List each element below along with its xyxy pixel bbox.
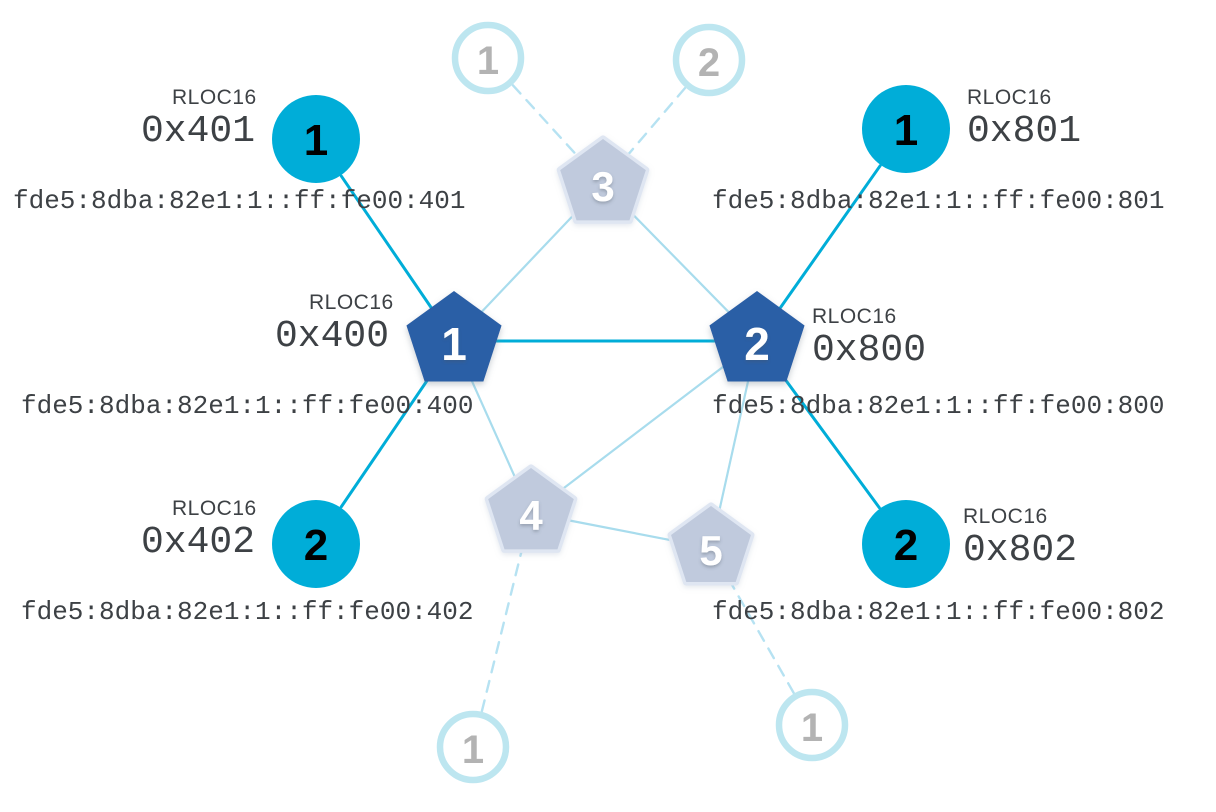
node-shape-child-f3 xyxy=(436,710,510,784)
ipv6-address-child-802: fde5:8dba:82e1:1::ff:fe00:802 xyxy=(712,597,1165,627)
rloc16-value-child-401: 0x401 xyxy=(141,110,256,153)
edge-child-402-to-router-400 xyxy=(339,372,434,509)
rloc16-value-router-800: 0x800 xyxy=(812,329,927,372)
node-router-5[interactable]: 5 xyxy=(667,502,755,586)
node-shape-router-400 xyxy=(406,291,502,382)
node-number-router-5: 5 xyxy=(699,527,722,574)
node-shape-child-f2 xyxy=(672,23,746,97)
node-layer: 1 2 1 2 1 2 3 4 5 1 2 1 1 xyxy=(272,21,950,784)
edge-child-f2-to-router-3 xyxy=(625,86,687,158)
edge-child-f3-to-router-4 xyxy=(480,546,524,713)
ipv6-address-router-800: fde5:8dba:82e1:1::ff:fe00:800 xyxy=(712,391,1165,421)
node-number-child-f3: 1 xyxy=(462,728,484,772)
node-shape-child-f1 xyxy=(451,21,525,95)
node-shape-child-802 xyxy=(862,500,950,588)
rloc16-value-child-402: 0x402 xyxy=(141,521,256,564)
node-shape-router-800 xyxy=(709,291,805,382)
node-number-router-3: 3 xyxy=(591,163,614,210)
node-number-child-f2: 2 xyxy=(698,41,720,85)
rloc16-value-router-400: 0x400 xyxy=(275,315,390,358)
node-shape-router-5 xyxy=(667,502,755,586)
edge-layer xyxy=(339,84,882,713)
node-number-child-f1: 1 xyxy=(477,39,499,83)
node-number-router-4: 4 xyxy=(519,492,543,539)
node-child-801[interactable]: 1 xyxy=(862,85,950,173)
node-child-401[interactable]: 1 xyxy=(272,95,360,183)
rloc16-title-child-802: RLOC16 xyxy=(963,505,1048,528)
node-child-802[interactable]: 2 xyxy=(862,500,950,588)
ipv6-address-router-400: fde5:8dba:82e1:1::ff:fe00:400 xyxy=(21,391,474,421)
edge-router-4-to-router-5 xyxy=(565,518,680,543)
node-shape-child-402 xyxy=(272,500,360,588)
rloc16-title-child-801: RLOC16 xyxy=(967,86,1052,109)
rloc16-value-child-802: 0x802 xyxy=(963,529,1078,572)
edge-child-802-to-router-800 xyxy=(779,371,881,510)
node-child-402[interactable]: 2 xyxy=(272,500,360,588)
node-router-4[interactable]: 4 xyxy=(484,464,578,553)
node-number-child-802: 2 xyxy=(894,521,918,570)
node-child-f2[interactable]: 2 xyxy=(672,23,746,97)
edge-child-f4-to-router-5 xyxy=(726,575,795,695)
node-child-f3[interactable]: 1 xyxy=(436,710,510,784)
node-router-800[interactable]: 2 xyxy=(709,291,805,382)
edge-router-800-to-router-3 xyxy=(627,208,731,314)
edge-child-401-to-router-400 xyxy=(339,174,433,310)
edge-router-400-to-router-4 xyxy=(469,376,518,482)
ipv6-address-child-402: fde5:8dba:82e1:1::ff:fe00:402 xyxy=(21,597,474,627)
node-router-400[interactable]: 1 xyxy=(406,291,502,382)
node-number-child-401: 1 xyxy=(304,116,328,165)
node-shape-child-801 xyxy=(862,85,950,173)
edge-child-801-to-router-800 xyxy=(778,164,882,310)
node-number-router-800: 2 xyxy=(744,318,770,370)
ipv6-address-child-801: fde5:8dba:82e1:1::ff:fe00:801 xyxy=(712,186,1165,216)
edge-child-f1-to-router-3 xyxy=(511,84,580,159)
ipv6-address-child-401: fde5:8dba:82e1:1::ff:fe00:401 xyxy=(13,186,466,216)
edge-router-800-to-router-5 xyxy=(717,378,750,517)
rloc16-value-child-801: 0x801 xyxy=(967,110,1082,153)
node-child-f4[interactable]: 1 xyxy=(775,688,849,762)
rloc16-title-child-402: RLOC16 xyxy=(172,497,257,520)
node-number-child-801: 1 xyxy=(894,106,918,155)
edge-router-800-to-router-4 xyxy=(558,364,727,493)
node-shape-router-3 xyxy=(556,135,650,224)
rloc16-title-router-400: RLOC16 xyxy=(309,291,394,314)
rloc16-title-child-401: RLOC16 xyxy=(172,86,257,109)
edge-router-400-to-router-3 xyxy=(480,209,580,314)
node-number-child-f4: 1 xyxy=(801,706,823,750)
node-number-router-400: 1 xyxy=(441,318,467,370)
node-shape-child-f4 xyxy=(775,688,849,762)
node-router-3[interactable]: 3 xyxy=(556,135,650,224)
node-shape-child-401 xyxy=(272,95,360,183)
rloc16-title-router-800: RLOC16 xyxy=(812,305,897,328)
node-shape-router-4 xyxy=(484,464,578,553)
node-child-f1[interactable]: 1 xyxy=(451,21,525,95)
node-number-child-402: 2 xyxy=(304,521,328,570)
